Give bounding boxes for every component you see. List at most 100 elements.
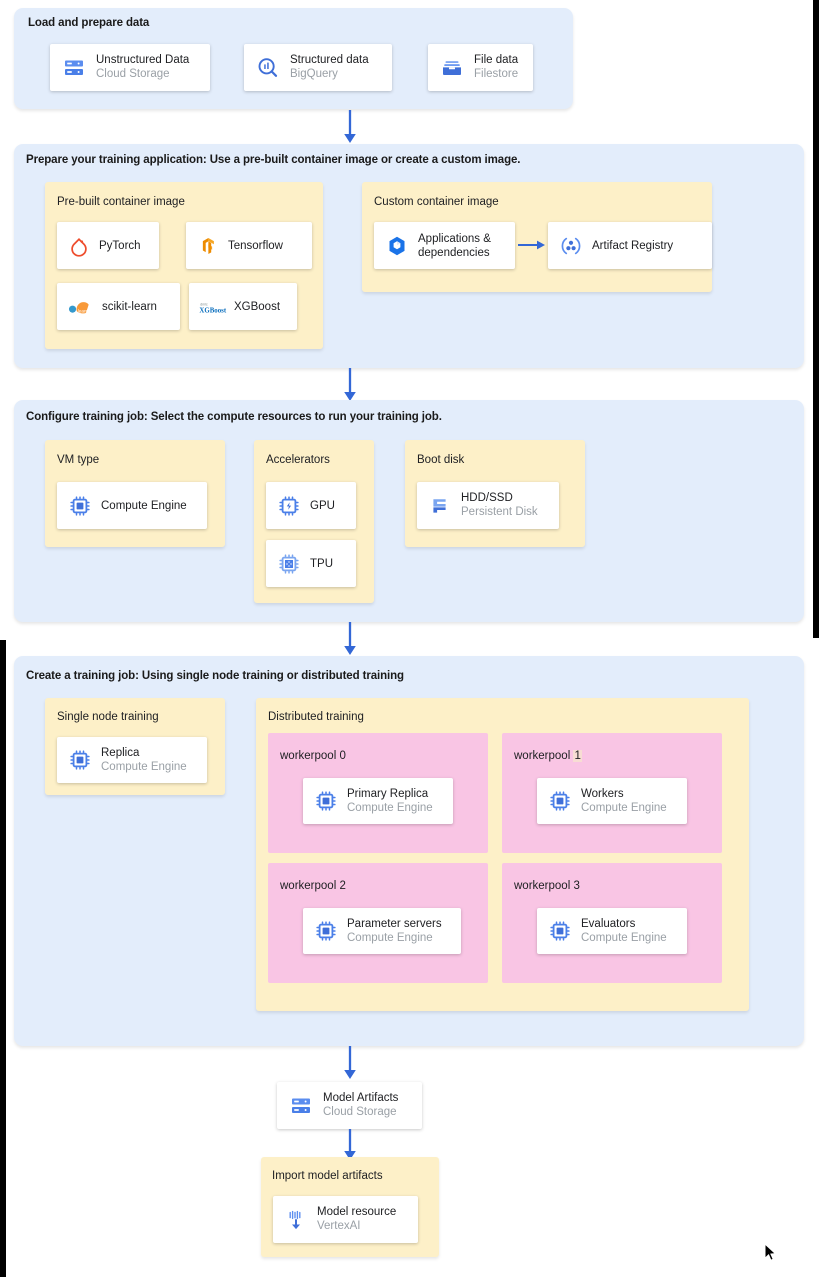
- arrow-configure-to-create: [338, 622, 362, 661]
- stage-configure-title: Configure training job: Select the compu…: [26, 411, 442, 423]
- compute-engine-icon: [68, 748, 92, 772]
- scikit-learn-icon: learn: [67, 296, 93, 318]
- compute-engine-icon: [548, 789, 572, 813]
- card-workers[interactable]: Workers Compute Engine: [537, 778, 696, 833]
- pool-label-index: 2: [339, 880, 346, 892]
- card-subtitle: VertexAI: [317, 1220, 361, 1232]
- mouse-cursor: [764, 1242, 778, 1263]
- card-artifact-registry[interactable]: Artifact Registry: [548, 222, 712, 269]
- card-parameter-servers[interactable]: Parameter servers Compute Engine: [303, 908, 470, 963]
- pool-label-index: 0: [339, 750, 346, 762]
- pool-workerpool-2-label: workerpool 2: [280, 880, 346, 892]
- pool-label-prefix: workerpool: [514, 750, 571, 762]
- arrow-create-to-artifacts: [338, 1046, 362, 1085]
- pool-workerpool-0-label: workerpool 0: [280, 750, 346, 762]
- card-primary-replica[interactable]: Primary Replica Compute Engine: [303, 778, 462, 833]
- group-pre-built-title: Pre-built container image: [57, 196, 185, 208]
- left-edge-bar: [0, 640, 6, 1277]
- arrow-load-to-prepare: [338, 110, 362, 149]
- pool-workerpool-1-label: workerpool 1: [514, 750, 582, 762]
- stage-create-title: Create a training job: Using single node…: [26, 670, 404, 682]
- card-subtitle: Cloud Storage: [323, 1106, 397, 1118]
- card-title: Artifact Registry: [592, 239, 674, 252]
- pool-label-prefix: workerpool: [280, 880, 337, 892]
- pool-label-index: 3: [573, 880, 580, 892]
- card-title: scikit-learn: [102, 300, 157, 313]
- filestore-icon: [440, 56, 464, 80]
- card-title: Primary Replica: [347, 787, 429, 800]
- card-subtitle: BigQuery: [290, 68, 338, 80]
- compute-engine-icon: [548, 919, 572, 943]
- group-import-title: Import model artifacts: [272, 1170, 383, 1182]
- persistent-disk-icon: [428, 494, 452, 518]
- gpu-icon: [277, 494, 301, 518]
- card-subtitle: Filestore: [474, 68, 519, 80]
- pool-label-prefix: workerpool: [514, 880, 571, 892]
- card-evaluators[interactable]: Evaluators Compute Engine: [537, 908, 696, 963]
- card-gpu[interactable]: GPU: [266, 482, 356, 529]
- cloud-storage-icon: [62, 56, 86, 80]
- svg-text:dmlc: dmlc: [200, 302, 208, 306]
- card-tpu[interactable]: TPU: [266, 540, 356, 587]
- card-hdd-ssd[interactable]: HDD/SSD Persistent Disk: [417, 482, 559, 529]
- group-single-node-title: Single node training: [57, 711, 159, 723]
- tensorflow-icon: [197, 235, 219, 257]
- artifact-registry-icon: [559, 234, 583, 258]
- svg-text:learn: learn: [78, 308, 89, 313]
- card-title: Model Artifacts: [323, 1092, 399, 1104]
- pool-label-prefix: workerpool: [280, 750, 337, 762]
- cloud-storage-icon: [289, 1094, 313, 1118]
- compute-engine-icon: [314, 919, 338, 943]
- arrow-artifacts-to-import: [338, 1129, 362, 1166]
- card-tensorflow[interactable]: Tensorflow: [186, 222, 312, 269]
- card-title: Structured data: [290, 54, 369, 66]
- card-title-line2: dependencies: [418, 246, 490, 259]
- arrow-prepare-to-configure: [338, 368, 362, 407]
- group-distributed-title: Distributed training: [268, 711, 364, 723]
- card-title: Compute Engine: [101, 499, 187, 512]
- card-scikit-learn[interactable]: learn scikit-learn: [57, 283, 180, 330]
- svg-text:XGBoost: XGBoost: [199, 307, 226, 314]
- card-title: Replica: [101, 746, 140, 759]
- card-title: Parameter servers: [347, 917, 442, 930]
- bigquery-icon: [256, 56, 280, 80]
- group-boot-disk-title: Boot disk: [417, 454, 465, 466]
- card-subtitle: Compute Engine: [347, 931, 433, 944]
- card-title: Applications &: [418, 232, 491, 245]
- card-pytorch[interactable]: PyTorch: [57, 222, 159, 269]
- model-resource-icon: [284, 1208, 308, 1232]
- pool-label-index[interactable]: 1: [573, 750, 582, 762]
- card-title: Tensorflow: [228, 239, 283, 252]
- group-vm-type-title: VM type: [57, 454, 100, 466]
- card-subtitle: Persistent Disk: [461, 506, 538, 518]
- tpu-icon: [277, 552, 301, 576]
- card-subtitle: Compute Engine: [581, 801, 667, 814]
- card-subtitle: Compute Engine: [101, 760, 187, 773]
- card-title: File data: [474, 54, 519, 66]
- card-model-artifacts[interactable]: Model Artifacts Cloud Storage: [277, 1082, 422, 1129]
- card-title: PyTorch: [99, 239, 141, 252]
- card-file-data[interactable]: File data Filestore: [428, 44, 533, 91]
- card-model-resource[interactable]: Model resource VertexAI: [273, 1196, 418, 1243]
- card-title: XGBoost: [234, 300, 281, 313]
- card-xgboost[interactable]: dmlc XGBoost XGBoost: [189, 283, 297, 330]
- card-title: Unstructured Data: [96, 54, 190, 66]
- card-title: GPU: [310, 499, 335, 512]
- card-title: TPU: [310, 557, 333, 570]
- card-title: Model resource: [317, 1206, 397, 1218]
- stage-prepare-title: Prepare your training application: Use a…: [26, 154, 521, 166]
- card-structured-data[interactable]: Structured data BigQuery: [244, 44, 392, 91]
- card-replica[interactable]: Replica Compute Engine: [57, 737, 207, 783]
- compute-engine-icon: [68, 494, 92, 518]
- right-edge-bar: [813, 0, 819, 638]
- group-custom-title: Custom container image: [374, 196, 499, 208]
- card-unstructured-data[interactable]: Unstructured Data Cloud Storage: [50, 44, 210, 91]
- card-subtitle: Cloud Storage: [96, 68, 170, 80]
- card-compute-engine-vm[interactable]: Compute Engine: [57, 482, 207, 529]
- arrow-apps-to-artifact-registry: [518, 238, 546, 257]
- card-subtitle: Compute Engine: [581, 931, 667, 944]
- card-applications-and-dependencies[interactable]: Applications & dependencies: [374, 222, 515, 269]
- card-title: Evaluators: [581, 917, 636, 930]
- card-subtitle: Compute Engine: [347, 801, 433, 814]
